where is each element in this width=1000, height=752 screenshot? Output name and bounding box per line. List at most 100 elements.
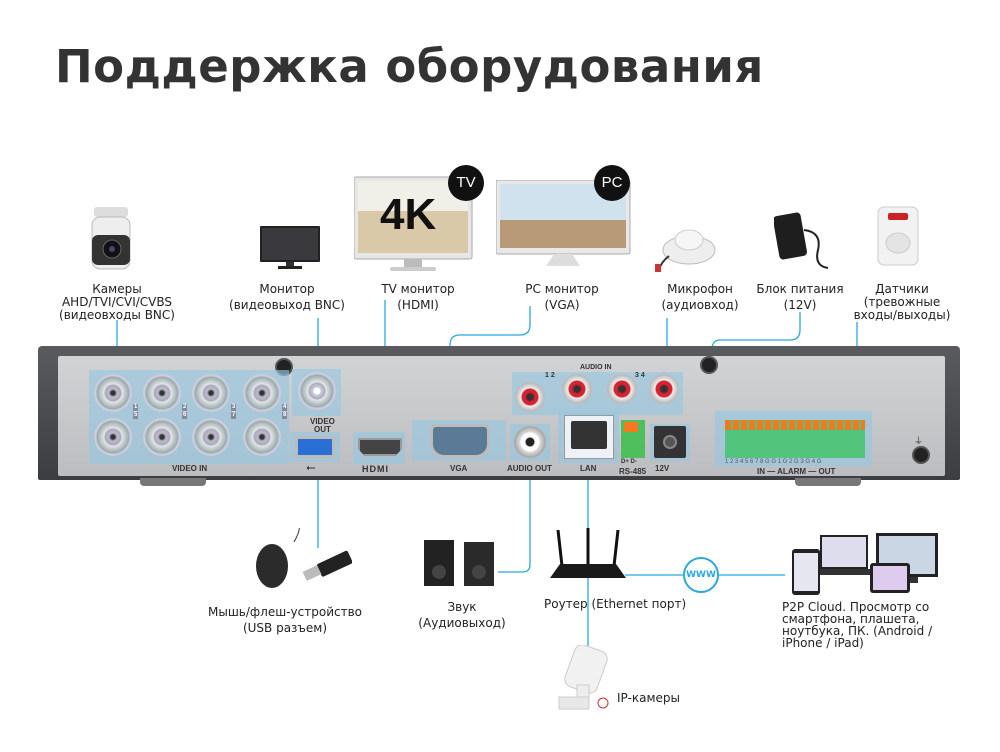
vga-label: VGA [450,464,468,473]
bnc-video-input[interactable] [143,418,181,456]
bnc-channel-number: 3 [231,404,237,411]
rs485-connector[interactable] [621,420,645,458]
label-router: Роутер (Ethernet порт) [544,597,687,611]
label-psu: Блок питания (12V) [756,283,843,312]
hdmi-label: HDMI [362,464,389,474]
label-line: (тревожные [863,295,941,309]
bnc-video-input[interactable] [192,374,230,412]
bnc-channel-number: 5 [133,412,139,419]
audio-out-label: AUDIO OUT [507,464,552,473]
tv-image [353,175,474,275]
bnc-video-input[interactable] [192,418,230,456]
label-line: (USB разъем) [242,621,328,635]
speakers-image [424,540,496,586]
bnc-channel-number: 1 [133,404,139,411]
label-line: (аудиовход) [661,298,739,312]
label-ip-camera: IP-камеры [617,691,680,705]
bnc-channel-number: 6 [182,412,188,419]
label-line: ноутбука, ПК. (Android / [782,624,933,638]
www-globe-icon: WWW [683,557,719,593]
label-line: OUT [314,425,331,434]
bnc-video-out[interactable] [298,372,336,410]
tv-badge: TV [448,165,484,201]
rs485-label: RS-485 [619,467,647,476]
usb-icon: ⭠ [306,460,316,474]
dvr-foot-right [795,478,861,486]
usb-port[interactable] [295,436,335,458]
label-line: (12V) [783,298,817,312]
video-in-label: VIDEO IN [172,464,208,473]
audio-in-ch12: 1 2 [545,372,555,379]
label-line: Блок питания [756,282,844,296]
label-line: (HDMI) [397,298,439,312]
audio-in-label: AUDIO IN [580,364,612,371]
monitor-image [260,226,320,270]
label-monitor: Монитор (видеовыход BNC) [229,283,345,312]
bnc-video-input[interactable] [143,374,181,412]
audio-in-jack-1[interactable] [515,382,545,412]
alarm-terminal-block[interactable] [725,420,865,458]
bnc-channel-number: 7 [231,412,237,419]
bnc-video-input[interactable] [243,418,281,456]
label-line: TV монитор [381,282,455,296]
audio-in-jack-4[interactable] [649,374,679,404]
label-mic: Микрофон (аудиовход) [661,283,738,312]
label-line: входы/выходы) [853,308,951,322]
vga-port[interactable] [430,424,490,458]
rs485-pins: D+ D- [621,459,637,465]
screw-icon [912,446,930,464]
label-line: Микрофон [667,282,733,296]
label-line: (Аудиовыход) [418,616,506,630]
pc-badge: PC [594,165,630,201]
label-line: (видеовыход BNC) [229,298,345,312]
line-pc [449,306,531,428]
bnc-video-input[interactable] [94,374,132,412]
power-supply-image [773,210,832,270]
mouse-image [252,523,353,590]
camera-image [90,205,132,271]
label-pc: PC монитор(VGA) [525,283,598,312]
power-jack[interactable] [654,426,686,458]
hdmi-port[interactable] [358,438,402,456]
lan-port[interactable] [564,415,614,459]
label-line: Мышь/флеш-устройство [208,605,362,619]
bnc-video-input[interactable] [94,418,132,456]
devices-image [792,533,942,597]
label-line: Звук [447,600,477,614]
audio-in-jack-3[interactable] [607,374,637,404]
power-label: 12V [655,464,670,473]
label-line: (VGA) [544,298,580,312]
label-line: Камеры [92,282,142,296]
label-tv: TV монитор (HDMI) [381,283,454,312]
alarm-label: IN — ALARM — OUT [757,467,836,476]
label-line: смартфона, плашета, [782,612,920,626]
screw-icon [700,356,718,374]
audio-in-jack-2[interactable] [562,374,592,404]
label-usb: Мышь/флеш-устройство (USB разъем) [208,604,362,636]
ip-camera-image [555,644,613,711]
label-line: (видеовходы BNC) [59,308,175,322]
label-line: AHD/TVI/CVI/CVBS [61,295,173,309]
audio-out-jack[interactable] [514,426,546,458]
bnc-video-input[interactable] [243,374,281,412]
page-title: Поддержка оборудования [55,40,764,93]
label-line: P2P Cloud. Просмотр со [782,600,930,614]
audio-in-ch34: 3 4 [635,372,645,379]
4k-label: 4K [380,190,437,239]
router-image [550,528,626,584]
bnc-channel-number: 8 [282,412,288,419]
lan-label: LAN [580,464,597,473]
line-audio [498,478,531,573]
alarm-pins: 1 2 3 4 5 6 7 8 G G 1 G 2 G 3 G 4 G [725,459,822,465]
label-line: Датчики [875,282,929,296]
dvr-foot-left [140,478,206,486]
alarm-sensor-image [874,205,922,267]
label-audio: Звук (Аудиовыход) [418,599,505,631]
label-line: Монитор [259,282,315,296]
label-line: VIDEO [310,417,335,426]
microphone-image [655,220,717,272]
